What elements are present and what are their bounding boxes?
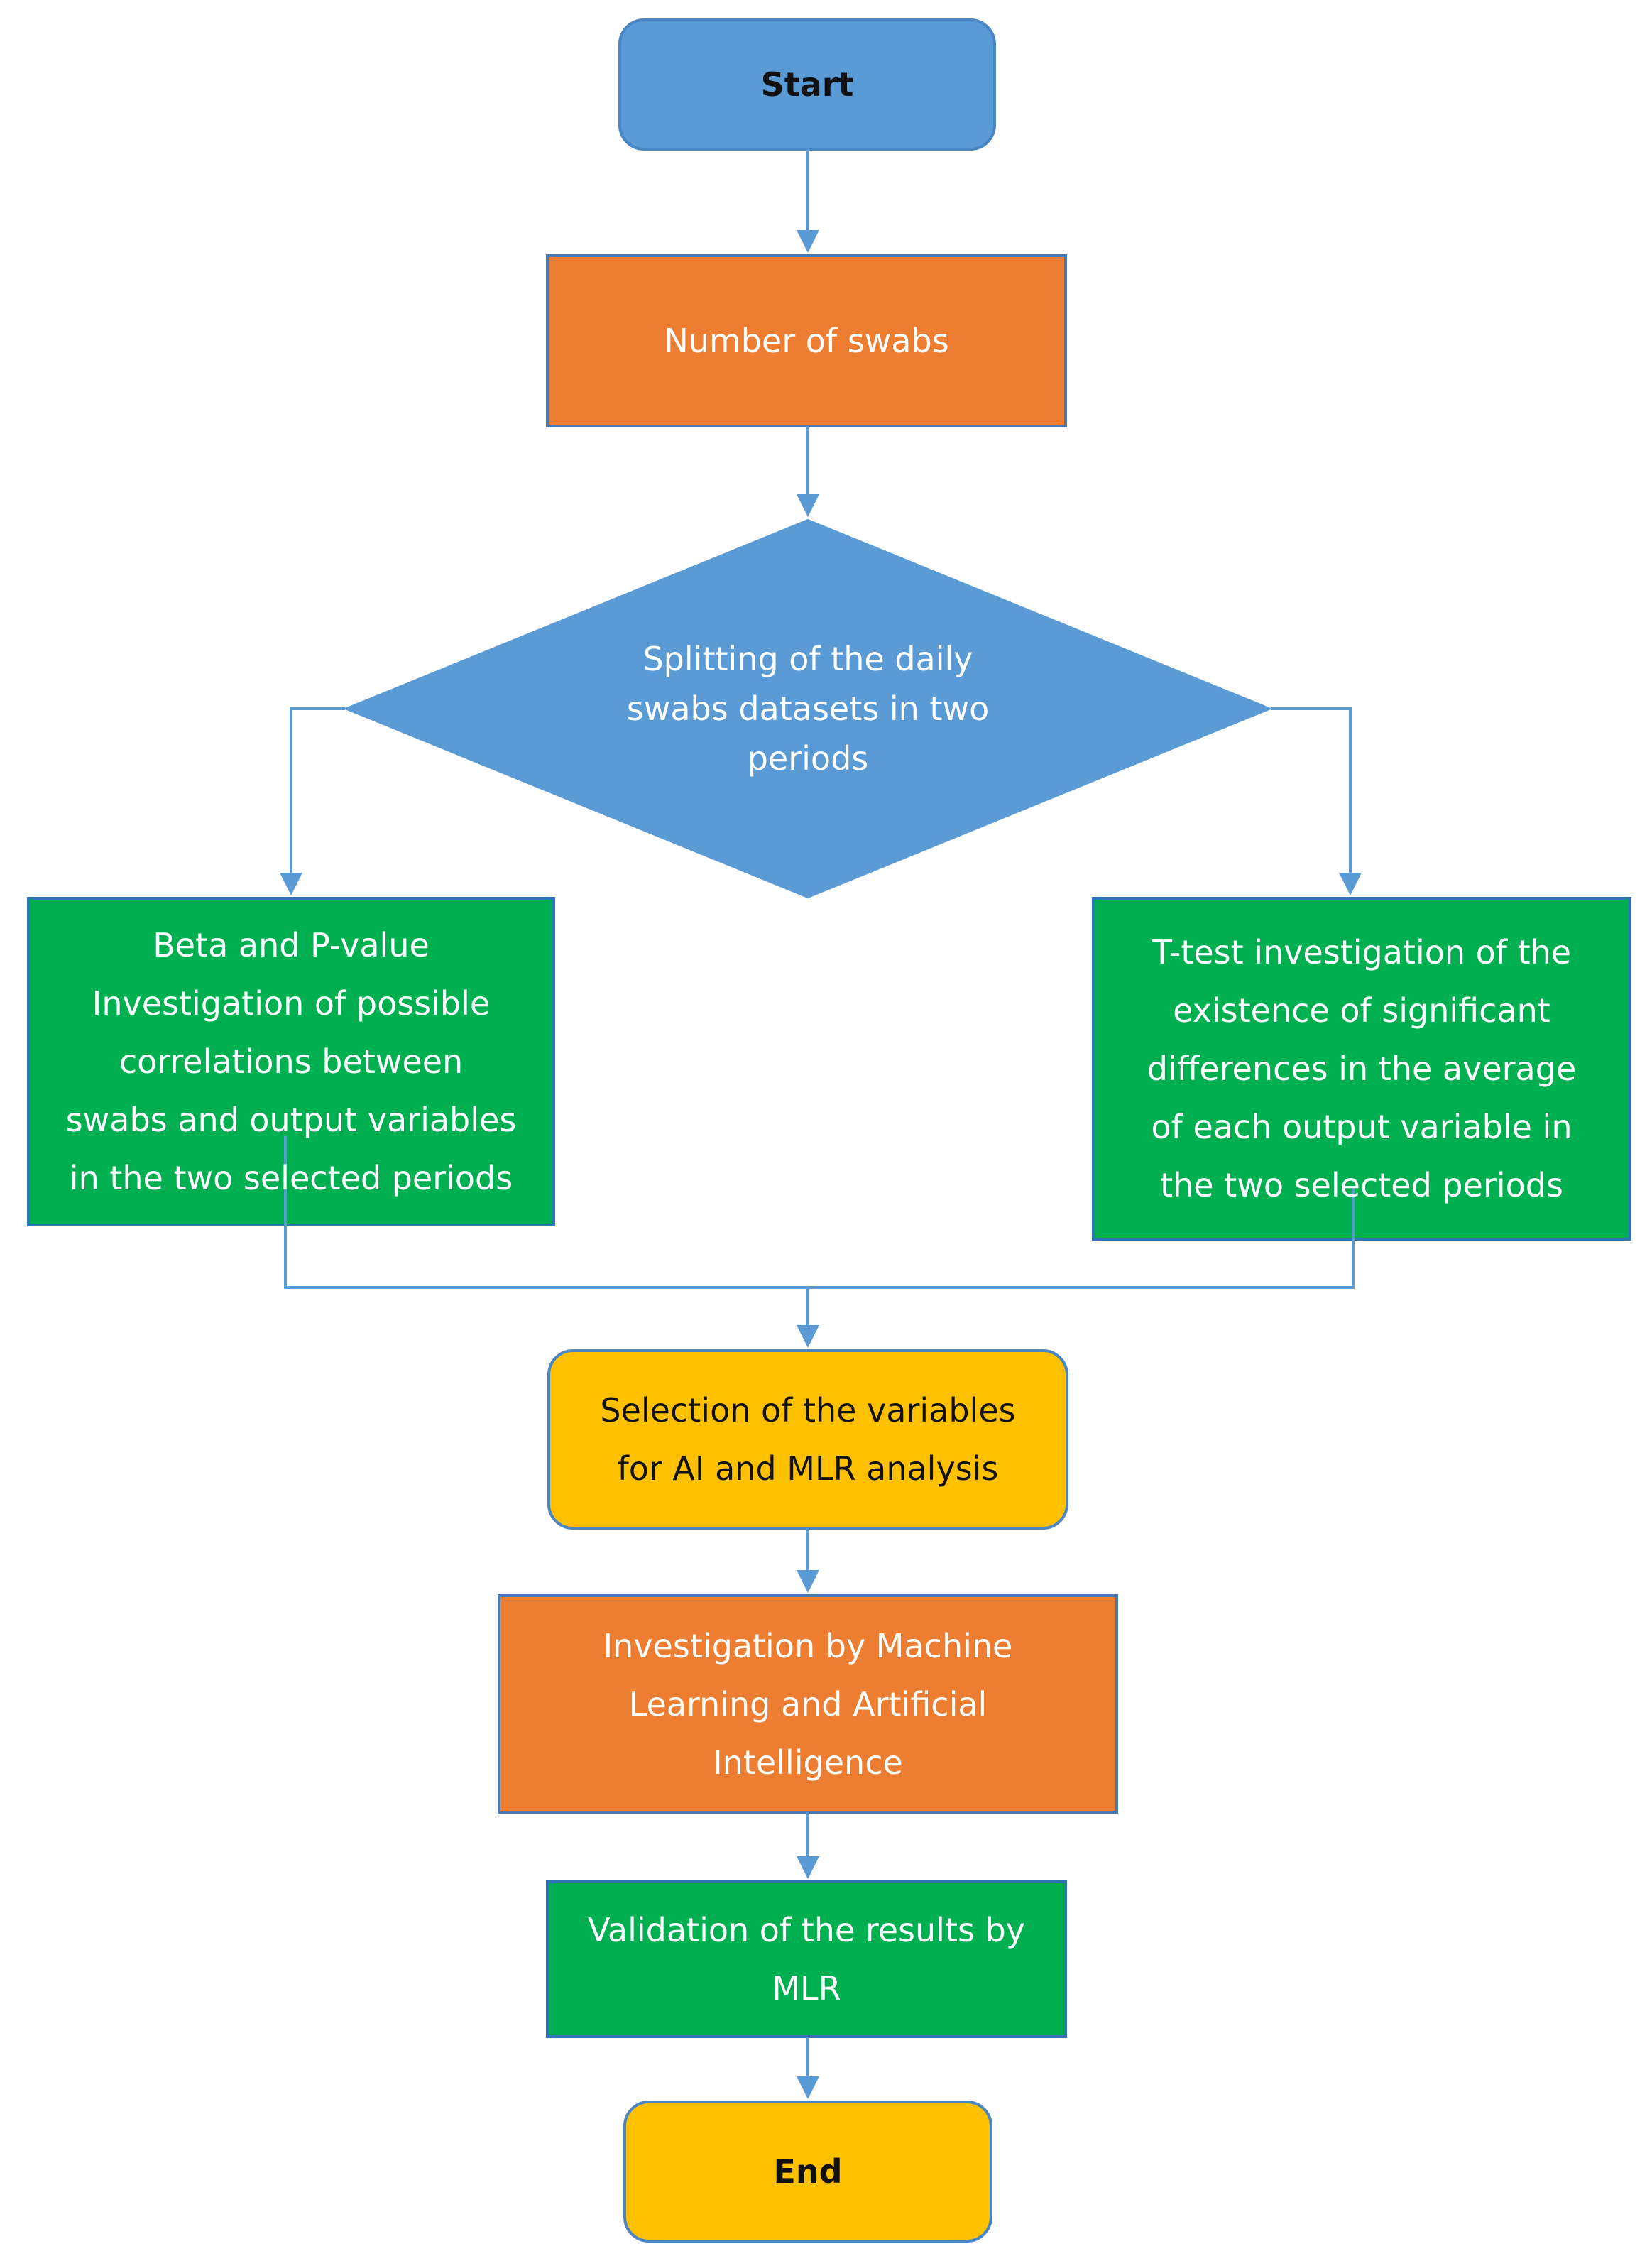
connector-ttest-to-merge: [808, 1186, 1355, 1289]
ml-ai-label: Investigation by Machine Learning and Ar…: [603, 1626, 1013, 1782]
selection-label: Selection of the variables for AI and ML…: [600, 1391, 1016, 1488]
connector-splitting-to-ttest: [1271, 707, 1362, 895]
ttest-node: [1092, 897, 1631, 1241]
number-of-swabs-node: [546, 254, 1067, 427]
start-label: Start: [760, 65, 854, 104]
end-node: [623, 2101, 992, 2243]
end-label: End: [773, 2152, 843, 2191]
ml-ai-node: [498, 1594, 1118, 1814]
connector-beta-to-merge: [284, 1136, 808, 1289]
splitting-decision-node: [343, 518, 1273, 899]
beta-pvalue-label: Beta and P-value Investigation of possib…: [65, 926, 517, 1197]
connector-splitting-to-beta: [280, 707, 345, 895]
ttest-label: T-test investigation of the existence of…: [1147, 933, 1577, 1204]
number-of-swabs-label: Number of swabs: [664, 322, 949, 360]
validation-label: Validation of the results by MLR: [588, 1911, 1025, 2007]
beta-pvalue-node: [27, 897, 555, 1226]
splitting-label: Splitting of the daily swabs datasets in…: [626, 640, 990, 778]
